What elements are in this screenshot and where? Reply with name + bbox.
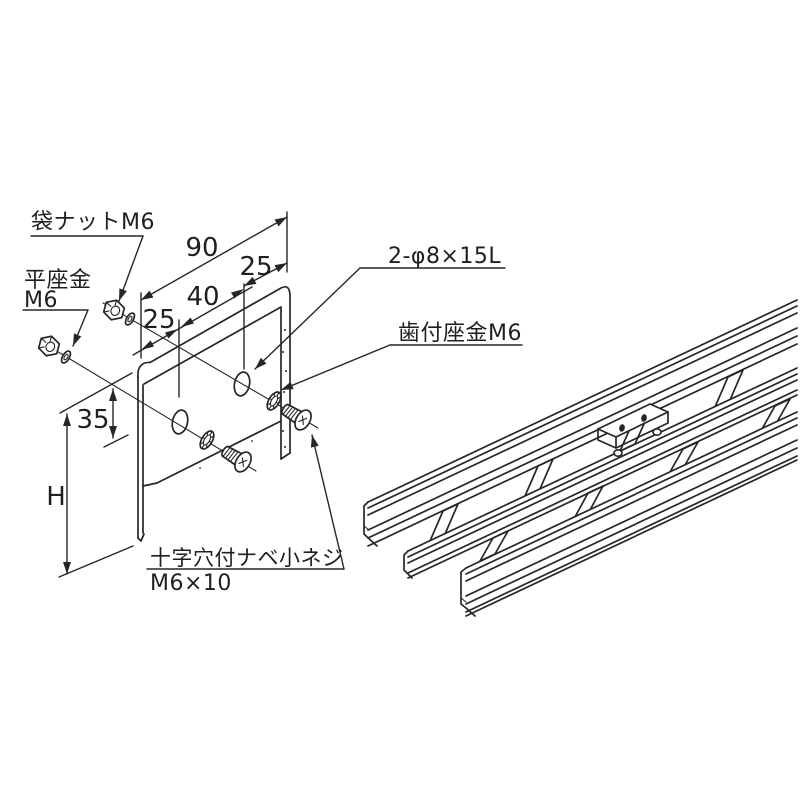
pan-head-screw-lower — [221, 445, 252, 473]
oblique-extension-top — [59, 372, 133, 414]
label-flat-washer-line1: 平座金 — [24, 268, 92, 293]
cable-rack — [363, 299, 798, 617]
leader-cap-nut — [118, 235, 144, 302]
bracket-left-bottom-tip — [137, 533, 145, 542]
leader-flat-washer — [72, 309, 89, 347]
plate-hole — [619, 424, 625, 432]
cap-nut-lower — [37, 335, 61, 357]
bracket-notch-edge — [142, 420, 282, 487]
bracket-slot-hole-right — [233, 371, 251, 397]
dim-line-90 — [140, 216, 288, 301]
upper-fastener-axis-line — [102, 302, 319, 429]
flat-washer-upper — [124, 312, 136, 326]
dim-label-90: 90 — [185, 233, 218, 263]
dim-label-25-left: 25 — [142, 305, 175, 335]
flat-washer-lower — [60, 350, 72, 364]
rack-back-rail — [363, 299, 798, 547]
bracket-plate — [137, 285, 291, 542]
bracket-right-bottom-tick — [280, 452, 291, 460]
rack-middle-rail — [403, 367, 798, 579]
leader-pan-screw — [310, 434, 345, 570]
leader-toothed-washer — [280, 344, 391, 391]
rack-mounting-plate — [597, 403, 669, 458]
pan-head-screw-upper — [281, 403, 312, 431]
rail-end-profile — [403, 550, 413, 579]
label-flat-washer-line2: M6 — [24, 288, 58, 313]
label-toothed-washer: 歯付座金M6 — [398, 321, 522, 346]
callouts: 袋ナットM6 平座金 M6 2-φ8×15L 歯付座金M6 十字穴付ナベ小ネジ … — [22, 210, 523, 596]
plate-bump — [613, 448, 623, 458]
label-pan-screw-line1: 十字穴付ナベ小ネジ — [150, 546, 344, 570]
oblique-extension-hole-level — [103, 434, 129, 448]
label-slot-holes: 2-φ8×15L — [388, 244, 501, 269]
toothed-washer-upper — [266, 391, 282, 411]
dim-label-H: H — [46, 482, 66, 512]
dimension-lines: 90 25 40 25 35 H — [46, 211, 288, 578]
leader-slot-holes — [254, 267, 361, 370]
toothed-washer-lower — [199, 430, 215, 450]
label-pan-screw-line2: M6×10 — [150, 571, 232, 596]
label-cap-nut: 袋ナットM6 — [31, 210, 155, 235]
plate-hole — [641, 414, 647, 422]
rack-rungs-lower — [479, 398, 791, 562]
plate-bump — [652, 427, 662, 437]
rail-end-profile — [363, 501, 378, 547]
dim-label-25-right: 25 — [239, 252, 272, 282]
bracket-slot-hole-left — [171, 409, 189, 435]
bracket-top-bend-inner — [143, 306, 282, 460]
oblique-extension-bottom — [58, 545, 134, 578]
dim-line-25-top — [243, 262, 288, 287]
lower-fastener-axis-line — [39, 340, 257, 472]
dim-label-40: 40 — [186, 282, 219, 312]
dim-label-35: 35 — [76, 405, 109, 435]
rack-front-rail — [460, 411, 798, 617]
cap-nut-upper — [102, 299, 126, 321]
rack-rungs-upper — [429, 369, 744, 542]
rail-end-profile — [460, 567, 476, 617]
